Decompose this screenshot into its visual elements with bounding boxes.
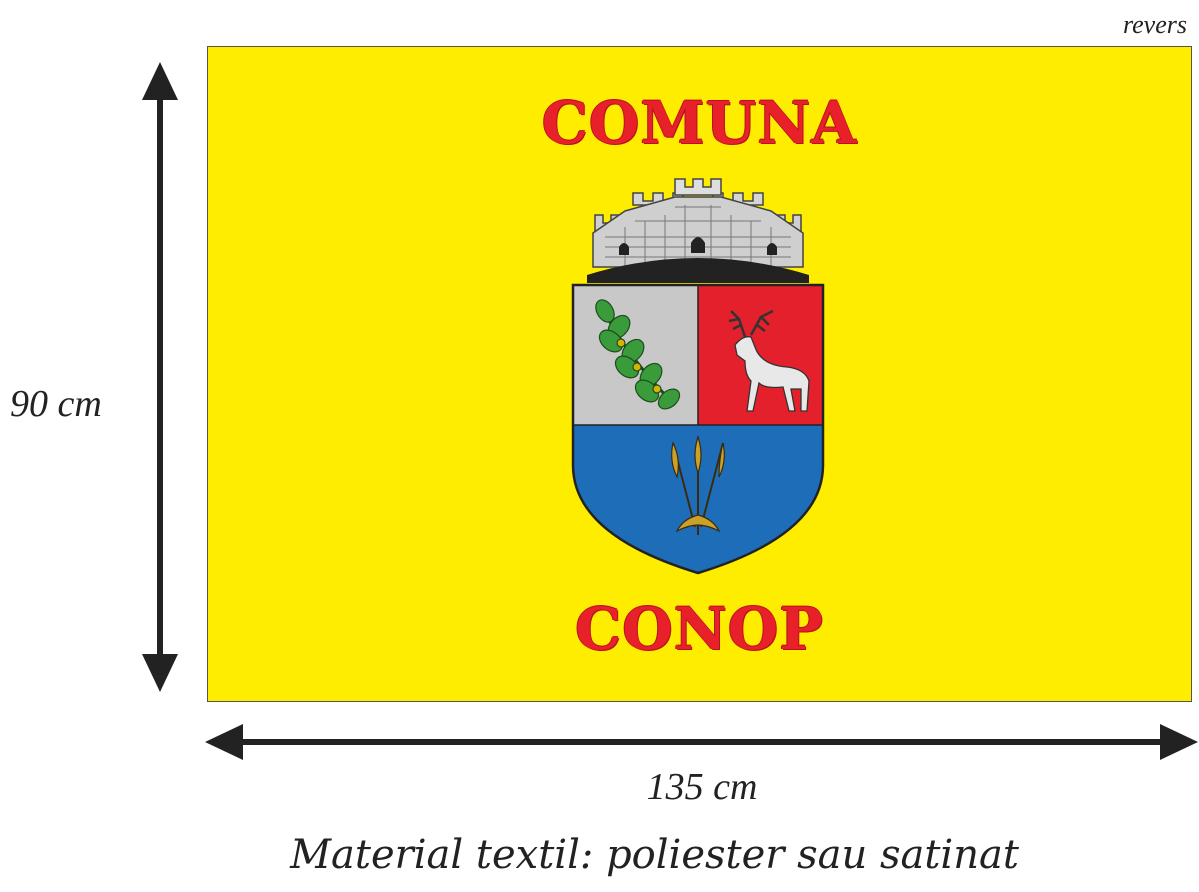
stag-icon xyxy=(728,309,810,412)
wheat-icon xyxy=(671,435,725,535)
width-label: 135 cm xyxy=(646,766,758,808)
material-note: Material textil: poliester sau satinat xyxy=(290,832,1019,878)
height-dimension-arrow xyxy=(142,62,178,692)
flag: COMUNA xyxy=(207,46,1192,702)
width-dimension-arrow xyxy=(205,724,1198,760)
height-label: 90 cm xyxy=(10,383,102,425)
revers-label: revers xyxy=(1122,10,1187,39)
mural-crown-icon xyxy=(587,178,809,283)
coat-of-arms xyxy=(571,178,825,575)
flag-title-bottom: CONOP xyxy=(575,595,824,663)
flag-title-top: COMUNA xyxy=(541,89,858,157)
oak-branch-icon xyxy=(595,299,681,410)
